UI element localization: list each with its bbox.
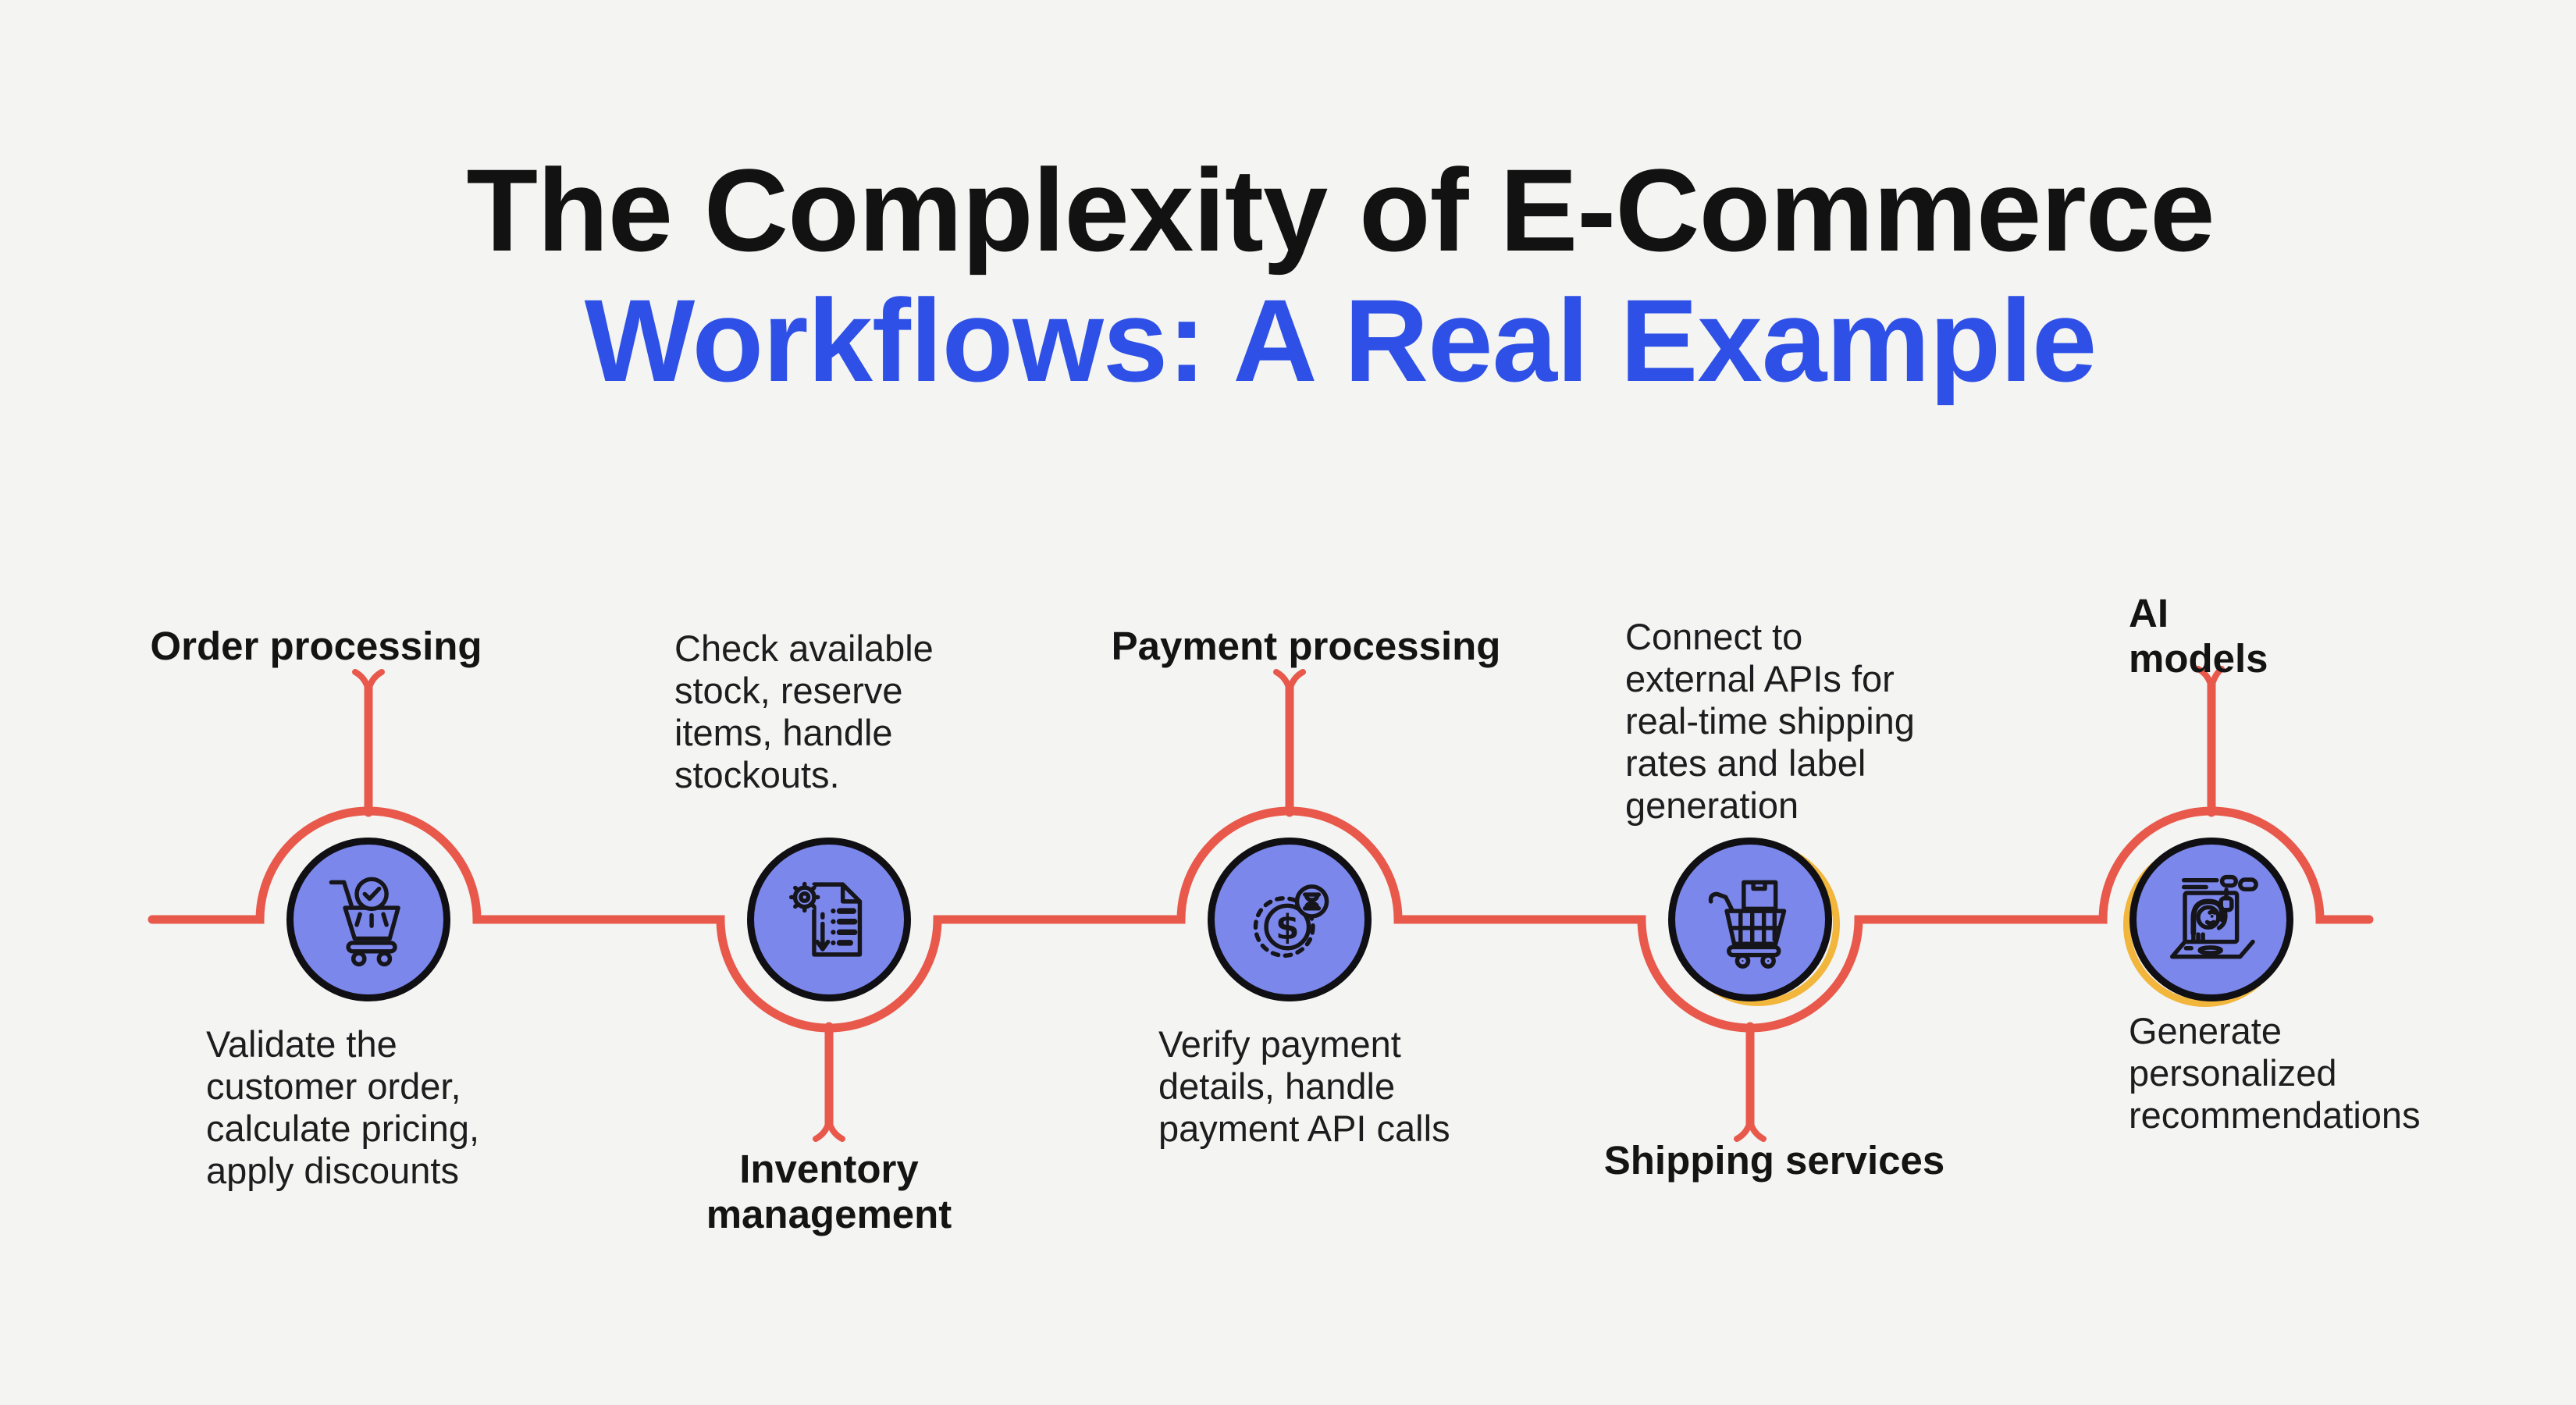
node-label-order-processing: Order processing	[150, 624, 482, 668]
node-label-payment-processing: Payment processing	[1111, 624, 1501, 668]
node-circle-inventory-management	[747, 838, 911, 1001]
connector-flare	[1273, 669, 1306, 693]
cart-check-icon	[329, 877, 400, 967]
connector-flare	[352, 669, 385, 693]
svg-text:$: $	[1276, 908, 1299, 947]
node-description-order-processing: Validate the customer order, calculate p…	[206, 1023, 480, 1191]
node-label-inventory-management: Inventory management	[706, 1147, 952, 1236]
node-circle-order-processing	[286, 838, 450, 1001]
shipping-cart-icon	[1708, 880, 1787, 969]
title-line-2: Workflows: A Real Example	[584, 275, 2097, 406]
inventory-document-icon	[789, 881, 863, 957]
node-description-payment-processing: Verify payment details, handle payment A…	[1158, 1023, 1450, 1149]
node-label-ai-models: AI models	[2129, 591, 2268, 681]
title-line-1: The Complexity of E-Commerce	[466, 144, 2215, 276]
page-title: The Complexity of E-Commerce Workflows: …	[52, 145, 2576, 406]
node-circle-payment-processing: $	[1208, 838, 1372, 1001]
node-circle-ai-models	[2129, 838, 2293, 1001]
ai-laptop-icon	[2169, 874, 2258, 959]
payment-hourglass-icon: $	[1253, 884, 1329, 958]
node-circle-shipping-services	[1668, 838, 1832, 1001]
node-description-inventory-management: Check available stock, reserve items, ha…	[674, 628, 934, 795]
connector-flare	[2195, 666, 2225, 690]
connector-flare	[1734, 1119, 1767, 1142]
node-description-ai-models: Generate personalized recommendations	[2129, 1010, 2421, 1136]
connector-flare	[813, 1119, 845, 1142]
node-description-shipping-services: Connect to external APIs for real-time s…	[1625, 616, 1915, 826]
node-label-shipping-services: Shipping services	[1603, 1138, 1945, 1183]
